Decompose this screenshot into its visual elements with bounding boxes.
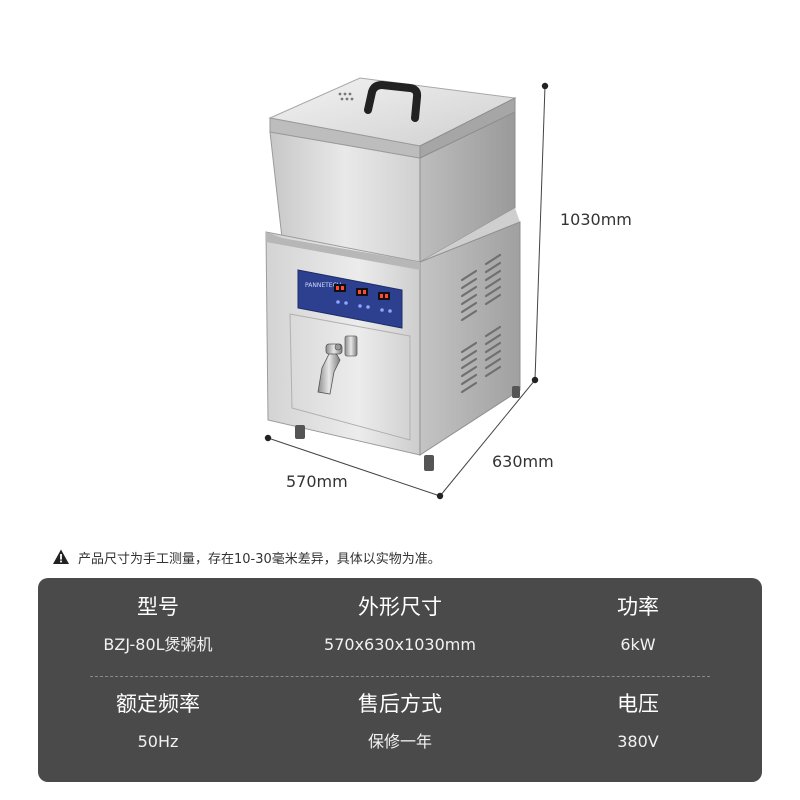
- spec-value: BZJ-80L煲粥机: [103, 635, 213, 654]
- lower-body: PANNETECH: [265, 208, 521, 471]
- warning-icon: [53, 549, 69, 564]
- spec-label: 电压: [617, 692, 659, 716]
- height-dimension-label: 1030mm: [560, 210, 632, 229]
- spec-panel: 型号 BZJ-80L煲粥机 外形尺寸 570x630x1030mm 功率 6kW…: [38, 578, 762, 782]
- spec-row: 型号 BZJ-80L煲粥机 外形尺寸 570x630x1030mm 功率 6kW: [38, 588, 762, 678]
- spec-label: 功率: [617, 595, 659, 619]
- upper-body: [268, 77, 517, 263]
- tap-faucet: [317, 335, 358, 395]
- row-divider: [90, 676, 710, 677]
- spec-row: 额定频率 50Hz 售后方式 保修一年 电压 380V: [38, 685, 762, 775]
- spec-value: 50Hz: [137, 732, 179, 751]
- product-image: PANNETECH: [264, 77, 549, 500]
- dimension-endpoints: [264, 82, 549, 500]
- spec-voltage: 电压 380V: [518, 685, 758, 755]
- spec-model: 型号 BZJ-80L煲粥机: [38, 588, 278, 658]
- spec-value: 380V: [617, 732, 659, 751]
- spec-label: 额定频率: [116, 692, 200, 716]
- width-dimension-label: 570mm: [286, 472, 348, 491]
- depth-dimension-label: 630mm: [492, 452, 554, 471]
- spec-label: 售后方式: [358, 692, 442, 716]
- spec-power: 功率 6kW: [518, 588, 758, 658]
- dimension-lines: [267, 85, 546, 497]
- spec-value: 保修一年: [367, 732, 432, 751]
- spec-label: 外形尺寸: [358, 595, 442, 619]
- spec-frequency: 额定频率 50Hz: [38, 685, 278, 755]
- notice-text: 产品尺寸为手工测量，存在10-30毫米差异，具体以实物为准。: [78, 551, 441, 567]
- measurement-notice: 产品尺寸为手工测量，存在10-30毫米差异，具体以实物为准。: [52, 546, 441, 568]
- spec-value: 6kW: [620, 635, 656, 654]
- spec-dimensions: 外形尺寸 570x630x1030mm: [280, 588, 520, 658]
- panel-brand-text: PANNETECH: [305, 282, 341, 289]
- spec-warranty: 售后方式 保修一年: [280, 685, 520, 755]
- spec-value: 570x630x1030mm: [324, 635, 476, 654]
- spec-label: 型号: [137, 595, 179, 619]
